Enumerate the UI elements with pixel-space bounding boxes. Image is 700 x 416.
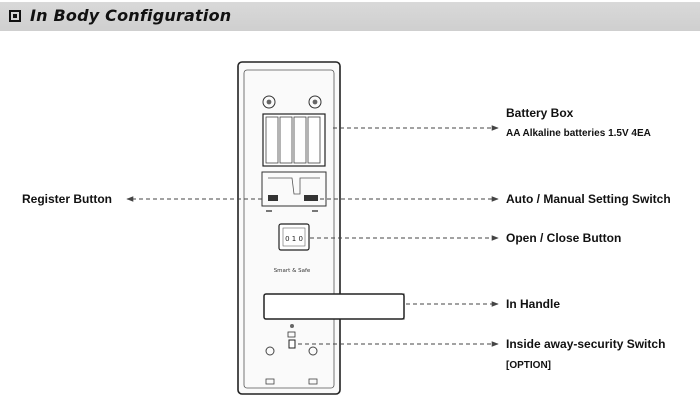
open-close-button-graphic: 0 1 0 [278,223,310,251]
section-title: In Body Configuration [30,6,232,25]
auto-manual-switch-mark [304,195,318,201]
auto-manual-switch-label: Auto / Manual Setting Switch [506,192,671,206]
battery-spec-label: AA Alkaline batteries 1.5V 4EA [506,128,651,139]
brand-text: Smart & Safe [274,268,311,274]
handle-graphic [263,293,405,320]
inside-away-switch-label: Inside away-security Switch [506,337,666,351]
register-button-mark [268,195,278,201]
battery-box-label: Battery Box [506,106,574,120]
away-security-switch-mark [288,339,296,349]
register-button-label: Register Button [22,192,112,206]
option-label: [OPTION] [506,360,551,371]
in-handle-label: In Handle [506,297,561,311]
switch-compartment [261,171,327,212]
open-close-button-label: Open / Close Button [506,231,622,245]
square-bullet-icon [9,10,21,22]
battery-box [262,113,326,167]
section-header: In Body Configuration [0,2,700,31]
keypad-label: 0 1 0 [285,235,303,243]
